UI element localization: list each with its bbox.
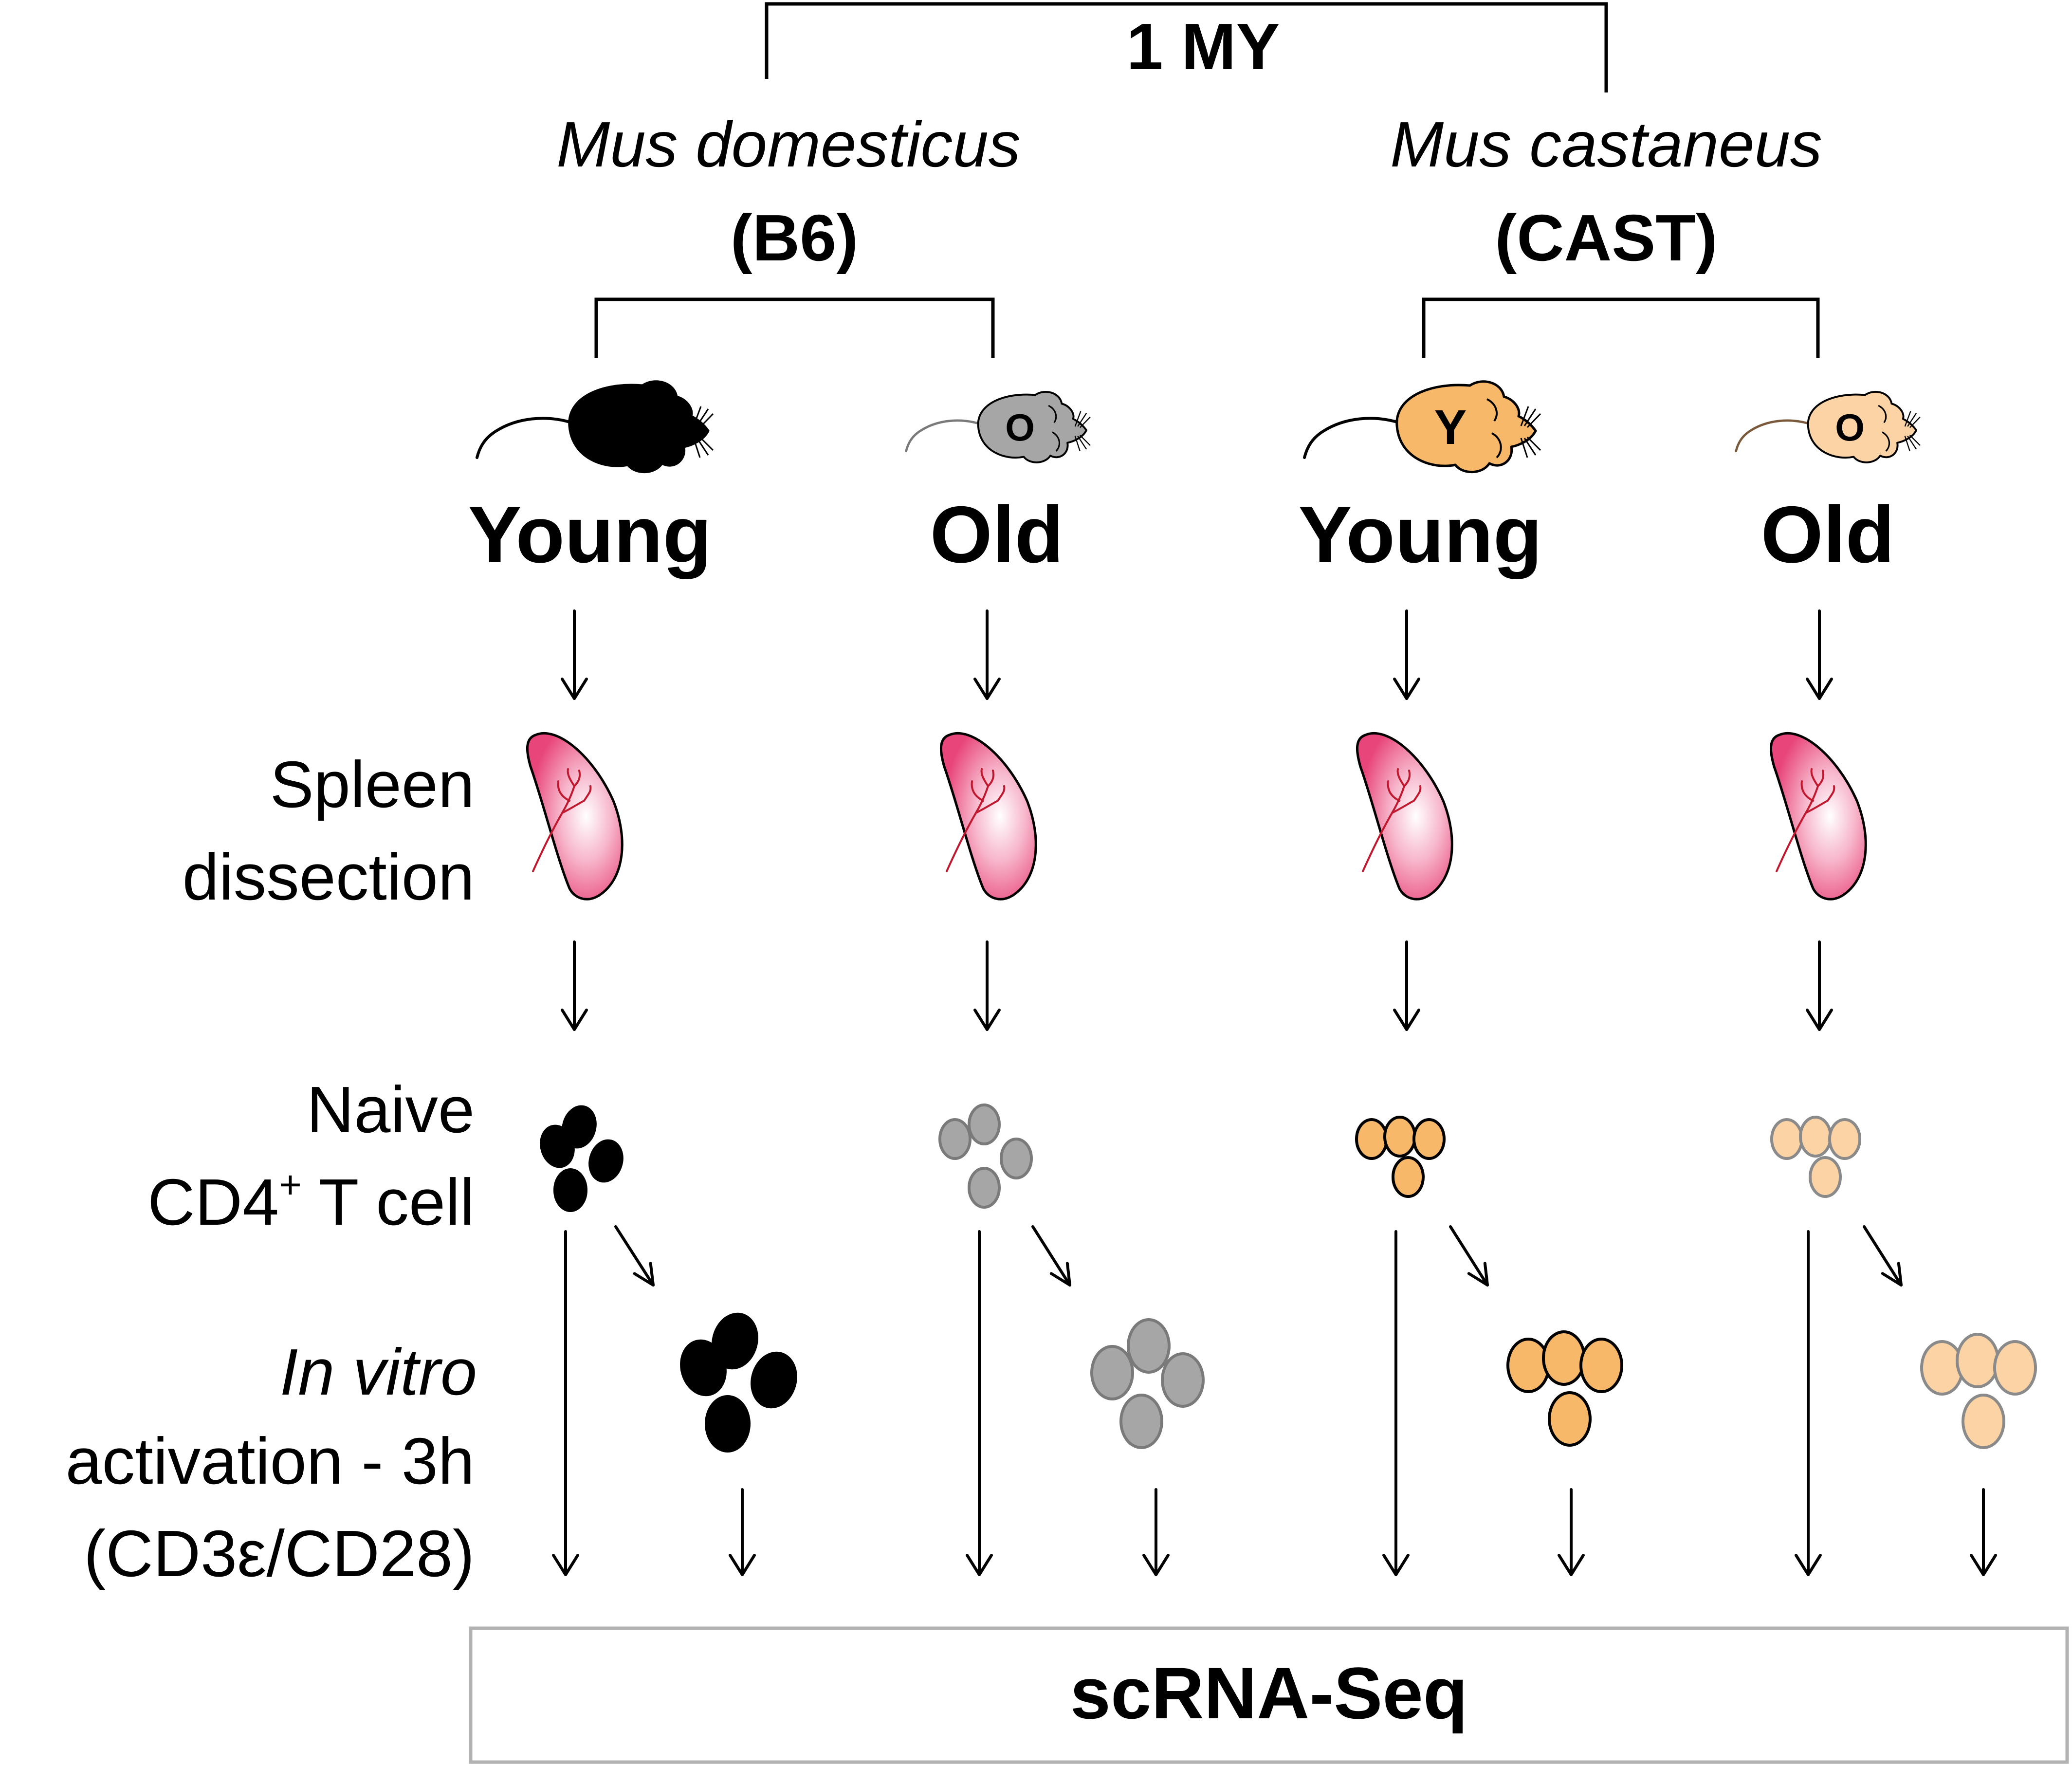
down-arrow [561,609,588,700]
down-arrow [1142,1488,1170,1576]
species-name-b6: Mus domesticus [556,109,1021,180]
cell [968,1167,1001,1209]
cell [1542,1330,1586,1386]
down-arrow [1393,609,1420,700]
cell [1962,1394,2005,1449]
down-arrow [1393,940,1420,1031]
cell [1809,1156,1842,1198]
cell [1993,1340,2037,1396]
down-arrow [1970,1488,1997,1576]
cell [1412,1118,1446,1160]
down-arrow [1382,1230,1410,1576]
down-arrow [552,1230,579,1576]
cell [938,1118,972,1160]
down-arrow [729,1488,756,1576]
down-arrow [561,940,588,1031]
down-arrow [973,940,1001,1031]
down-arrow [966,1230,993,1576]
down-arrow [1795,1230,1822,1576]
mouse-icon: Y [1303,380,1541,474]
cell [1119,1394,1163,1449]
cell [588,1139,623,1183]
cell [1383,1116,1416,1158]
mouse-letter: O [1835,406,1865,449]
cell [1770,1118,1803,1160]
scrna-seq-box [469,1626,2069,1764]
cell [751,1351,797,1409]
scrna-seq-label: scRNA-Seq [1070,1652,1468,1734]
mouse-letter: Y [607,400,640,455]
mouse-icon: O [905,390,1091,463]
down-arrow [1806,940,1833,1031]
age-label-b6-old: Old [930,490,1064,579]
mouse-letter: Y [1434,400,1467,455]
spleen-icon [941,733,1036,899]
spleen-icon [1357,733,1452,899]
down-arrow [1806,609,1833,700]
cell [1127,1318,1171,1374]
b6-bracket [594,297,995,358]
down-arrow [973,609,1001,700]
cell [712,1312,758,1370]
step-naive-line2: CD4+ T cell [147,1163,475,1239]
cast-bracket [1422,297,1820,358]
mouse-icon: Y [476,380,714,474]
top-bracket [765,2,1608,92]
diagonal-arrow [1031,1225,1071,1287]
cell [1506,1338,1550,1393]
age-label-cast-old: Old [1761,490,1895,579]
mouse-icon: O [1735,390,1921,463]
cell [1828,1118,1861,1160]
cell [1000,1138,1033,1179]
cell [1920,1340,1964,1396]
step-spleen-line1: Spleen [270,748,475,821]
step-activation-line1: In vitro [280,1335,477,1409]
spleen-icon [1771,733,1866,899]
cell [1579,1338,1623,1393]
step-activation-line2: activation - 3h [66,1424,475,1498]
cell [1355,1118,1388,1160]
cell [968,1104,1001,1145]
cell [1956,1333,1999,1388]
diagonal-arrow [614,1225,655,1287]
diagonal-arrow [1449,1225,1489,1287]
cell [1090,1345,1134,1400]
cell [553,1168,587,1212]
age-label-cast-young: Young [1299,490,1542,579]
step-spleen-line2: dissection [183,840,475,914]
step-activation-line3: (CD3ε/CD28) [84,1517,475,1590]
species-strain-b6: (B6) [731,201,859,275]
mouse-letter: O [1005,406,1035,449]
down-arrow [1558,1488,1585,1576]
cell [1161,1352,1205,1408]
species-name-cast: Mus castaneus [1390,109,1822,180]
cell [705,1395,751,1453]
diagonal-arrow [1863,1225,1903,1287]
spleen-icon [527,733,622,899]
cell [562,1105,597,1149]
species-strain-cast: (CAST) [1495,201,1717,275]
cell [1392,1156,1425,1198]
step-naive-line1: Naive [307,1073,475,1146]
top-label: 1 MY [1126,10,1280,83]
cell [1799,1116,1832,1158]
cell [1548,1391,1592,1447]
age-label-b6-young: Young [468,490,712,579]
